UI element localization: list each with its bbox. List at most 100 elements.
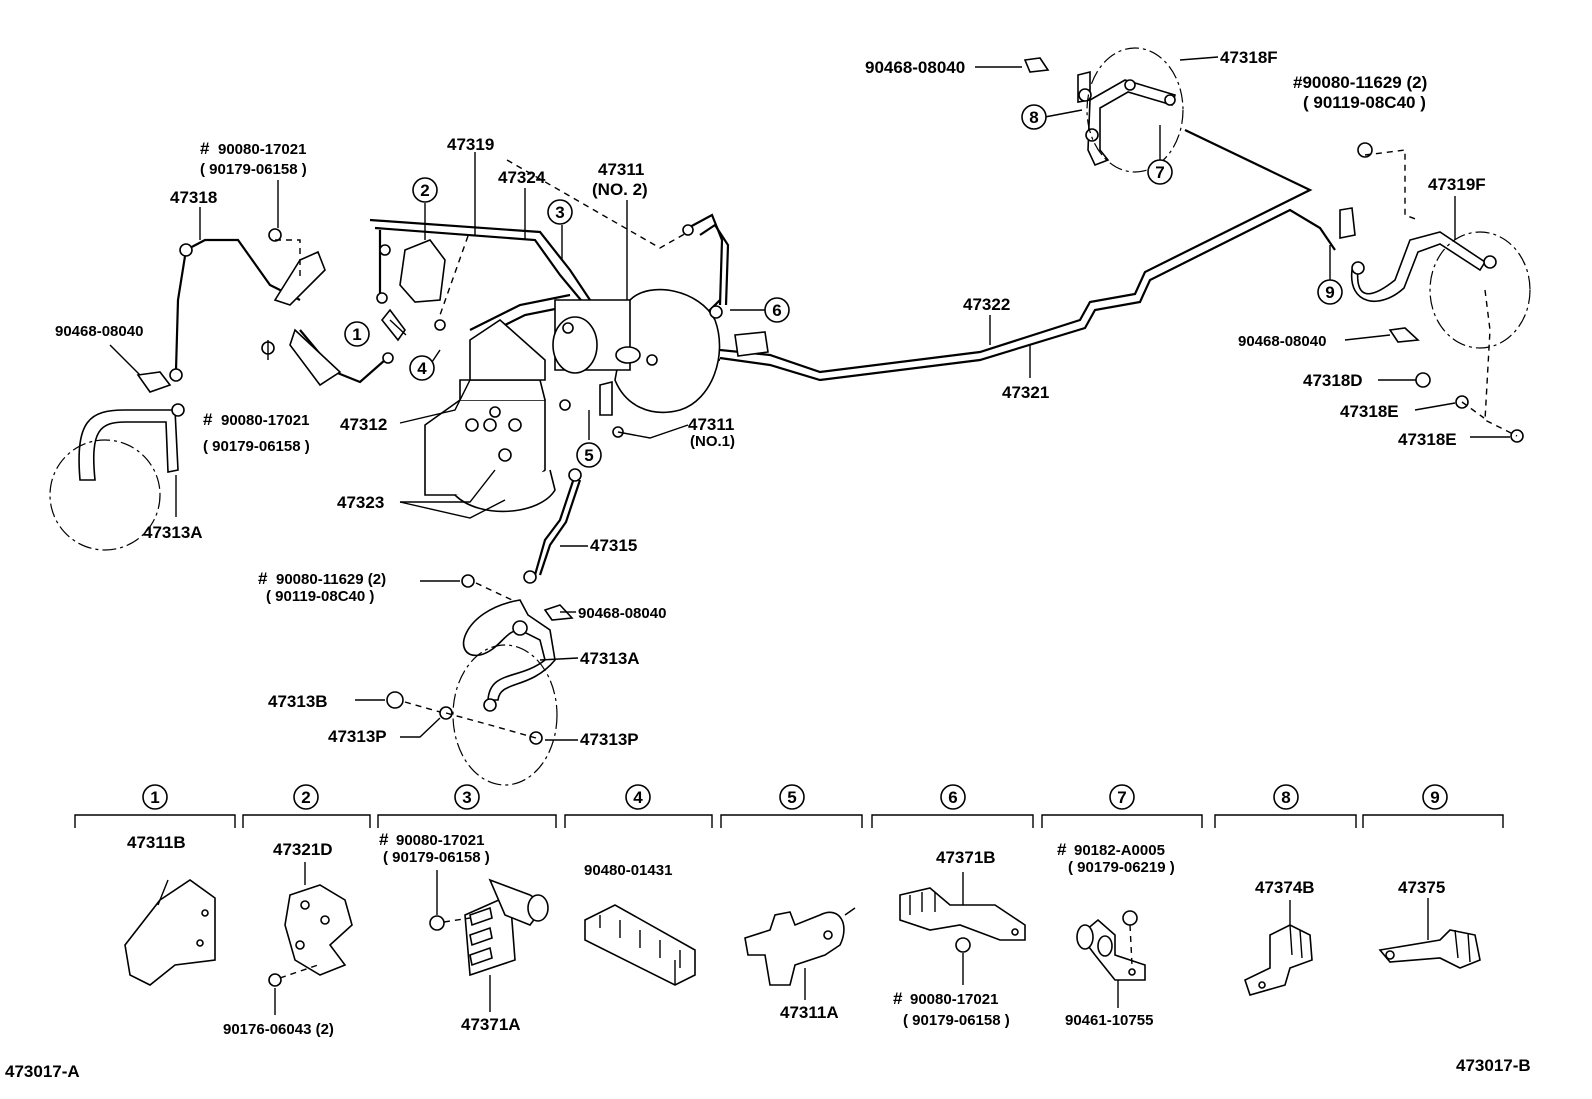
hash-mark: # <box>200 139 210 158</box>
detail-6-ref1: 90080-17021 <box>910 991 998 1008</box>
detail-3-ref1: 90080-17021 <box>396 832 484 849</box>
label-47321: 47321 <box>1002 383 1049 402</box>
detail-4-part: 90480-01431 <box>584 862 672 879</box>
detail-6-part: 47371B <box>936 848 996 867</box>
svg-text:7: 7 <box>1155 163 1164 182</box>
svg-text:1: 1 <box>150 788 159 807</box>
svg-text:7: 7 <box>1117 788 1126 807</box>
callout-9: 9 <box>1317 279 1343 305</box>
hash-mark: # <box>258 569 268 588</box>
detail-7-clamp <box>1076 910 1146 1008</box>
label-90179-ml: ( 90179-06158 ) <box>203 438 310 455</box>
svg-text:8: 8 <box>1029 108 1038 127</box>
detail-6-clamp <box>899 872 1026 985</box>
hash-mark: # <box>379 830 389 849</box>
label-47318: 47318 <box>170 188 217 207</box>
callout-3: 3 <box>547 199 573 225</box>
detail-1-bracket <box>124 879 216 986</box>
detail-6-ref2: ( 90179-06158 ) <box>903 1012 1010 1029</box>
label-47313P-2: 47313P <box>580 730 639 749</box>
label-47318E-1: 47318E <box>1340 402 1399 421</box>
label-47323: 47323 <box>337 493 384 512</box>
brake-hoses <box>78 79 1487 701</box>
label-47311-no2-sub: (NO. 2) <box>592 180 648 199</box>
label-90080-17021-ml: 90080-17021 <box>221 412 309 429</box>
panel-number-8: 8 <box>1273 784 1299 810</box>
detail-1-part: 47311B <box>127 833 186 852</box>
label-47322: 47322 <box>963 295 1010 314</box>
detail-2-clamp <box>268 862 353 1015</box>
label-90080-11629-top: #90080-11629 (2) <box>1293 73 1427 92</box>
detail-8-part: 47374B <box>1255 878 1315 897</box>
label-47324: 47324 <box>498 168 546 187</box>
panel-number-1: 1 <box>142 784 168 810</box>
detail-3-ref2: ( 90179-06158 ) <box>383 849 490 866</box>
footer-code-left: 473017-A <box>5 1062 80 1081</box>
label-90468-left: 90468-08040 <box>55 323 143 340</box>
fasteners <box>169 79 1524 745</box>
hash-mark: # <box>893 989 903 1008</box>
svg-text:8: 8 <box>1281 788 1290 807</box>
panel-number-4: 4 <box>625 784 651 810</box>
label-47318E-2: 47318E <box>1398 430 1457 449</box>
clamps-and-brackets <box>136 57 1420 621</box>
label-47313P-1: 47313P <box>328 727 387 746</box>
svg-text:9: 9 <box>1325 283 1334 302</box>
callout-2: 2 <box>412 177 438 203</box>
detail-2-part: 47321D <box>273 840 333 859</box>
panel-number-3: 3 <box>454 784 480 810</box>
callout-7: 7 <box>1147 159 1173 185</box>
label-90468-center: 90468-08040 <box>578 605 666 622</box>
svg-text:9: 9 <box>1430 788 1439 807</box>
panel-number-2: 2 <box>293 784 319 810</box>
label-47311-no1: 47311 <box>688 415 734 434</box>
detail-8-clip <box>1244 900 1313 996</box>
label-90080-11629-c: 90080-11629 (2) <box>276 571 386 588</box>
footer-code-right: 473017-B <box>1456 1056 1531 1075</box>
abs-actuator <box>424 318 556 513</box>
label-47312: 47312 <box>340 415 387 434</box>
leader-lines <box>109 56 1510 741</box>
label-47319: 47319 <box>447 135 494 154</box>
detail-9-clip <box>1378 898 1481 969</box>
detail-4-clip <box>584 904 696 986</box>
detail-panels: 1 2 3 4 5 6 7 8 9 47311B 47321D 90176-06 <box>74 784 1504 1038</box>
callout-8: 8 <box>1021 104 1047 130</box>
dashed-reference-lines <box>275 149 1518 739</box>
label-90179-tl: ( 90179-06158 ) <box>200 161 307 178</box>
callout-1: 1 <box>344 321 370 347</box>
detail-7-part: 90461-10755 <box>1065 1012 1153 1029</box>
master-cylinder-assembly <box>552 288 769 414</box>
svg-text:2: 2 <box>301 788 310 807</box>
svg-text:4: 4 <box>633 788 643 807</box>
svg-text:3: 3 <box>555 203 564 222</box>
svg-text:5: 5 <box>584 446 593 465</box>
svg-text:3: 3 <box>462 788 471 807</box>
hash-mark: # <box>1057 840 1067 859</box>
label-47318D: 47318D <box>1303 371 1363 390</box>
label-47318F: 47318F <box>1220 48 1278 67</box>
detail-9-part: 47375 <box>1398 878 1445 897</box>
detail-7-ref1: 90182-A0005 <box>1074 842 1165 859</box>
callout-circles: 1 2 3 4 5 6 7 8 9 <box>344 104 1343 468</box>
callout-4: 4 <box>409 355 435 381</box>
label-90119-c: ( 90119-08C40 ) <box>266 588 374 605</box>
detail-3-part: 47371A <box>461 1015 521 1034</box>
detail-2-sub: 90176-06043 (2) <box>223 1021 334 1038</box>
svg-text:6: 6 <box>772 301 781 320</box>
label-90468-right: 90468-08040 <box>1238 333 1326 350</box>
label-47311-no2: 47311 <box>598 160 644 179</box>
panel-number-9: 9 <box>1422 784 1448 810</box>
label-47313A-left: 47313A <box>143 523 203 542</box>
svg-text:1: 1 <box>352 325 361 344</box>
label-90119-top: ( 90119-08C40 ) <box>1303 93 1426 112</box>
label-47311-no1-sub: (NO.1) <box>690 433 735 450</box>
callout-6: 6 <box>764 297 790 323</box>
panel-number-7: 7 <box>1109 784 1135 810</box>
label-47313A-center: 47313A <box>580 649 640 668</box>
callout-5: 5 <box>576 442 602 468</box>
label-47319F: 47319F <box>1428 175 1486 194</box>
detail-7-ref2: ( 90179-06219 ) <box>1068 859 1175 876</box>
svg-text:6: 6 <box>948 788 957 807</box>
